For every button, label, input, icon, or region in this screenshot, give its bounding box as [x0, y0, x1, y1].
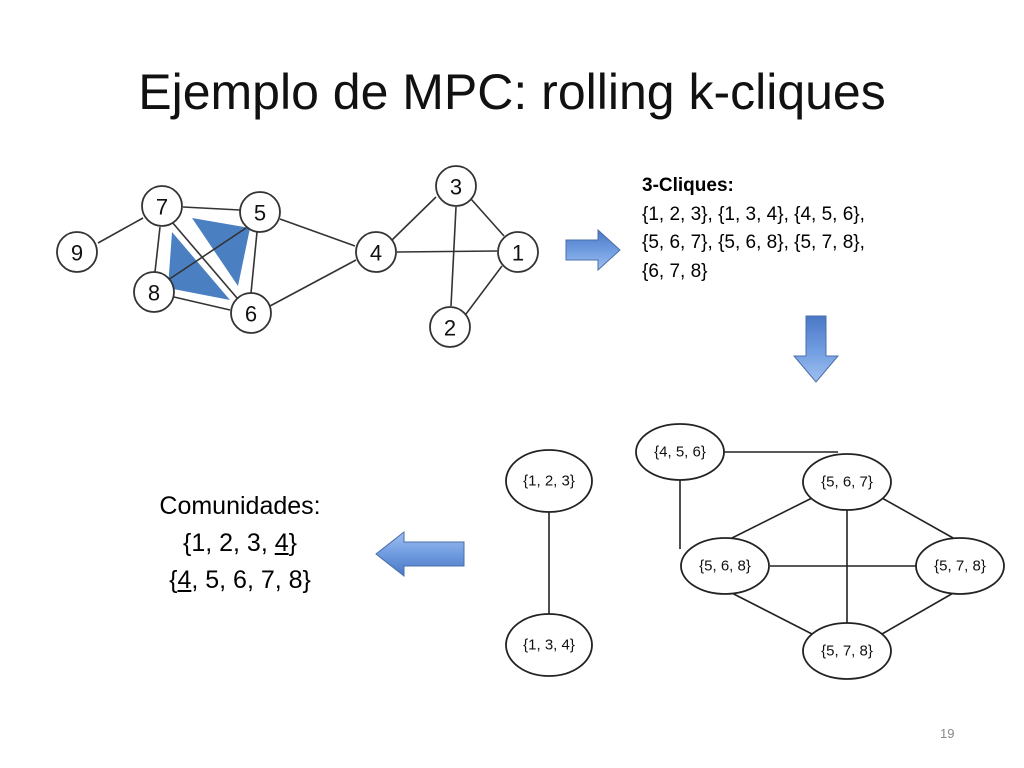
- clique-node-ellipse: [505, 449, 593, 513]
- edge-8-6: [173, 296, 231, 311]
- cliques-line: {6, 7, 8}: [642, 260, 708, 282]
- edge-4-3: [391, 196, 437, 241]
- graph-nodes: [56, 165, 539, 348]
- edge-578a-578b: [881, 587, 963, 635]
- slide-title: Ejemplo de MPC: rolling k-cliques: [138, 64, 886, 120]
- community-text: , 5, 6, 7, 8}: [191, 566, 311, 594]
- clique-node-ellipse: [802, 622, 892, 680]
- node-circle-5: [239, 191, 281, 233]
- cliques-line: {5, 6, 7}, {5, 6, 8}, {5, 7, 8},: [642, 232, 865, 253]
- node-circle-6: [230, 292, 272, 334]
- clique-graph: {1, 2, 3} {1, 3, 4} {4, 5, 6} {5, 6, 7} …: [505, 423, 1005, 680]
- clique-triangle-6-7-8: [168, 232, 230, 300]
- node-circle-8: [133, 271, 175, 313]
- node-label: 9: [71, 241, 83, 266]
- community-line-2: {4, 5, 6, 7, 8}: [130, 562, 350, 599]
- node-circle-9: [56, 231, 98, 273]
- page-number: 19: [940, 726, 955, 741]
- community-line-1: {1, 2, 3, 4}: [130, 525, 350, 562]
- node-label: 3: [450, 175, 462, 200]
- community-overlap-node: 4: [177, 566, 192, 594]
- node-circle-3: [435, 165, 477, 207]
- communities-heading: Comunidades:: [159, 492, 321, 520]
- cliques-line: {1, 2, 3}, {1, 3, 4}, {4, 5, 6},: [642, 203, 865, 225]
- clique-node-label: {5, 6, 7}: [821, 474, 873, 491]
- clique-node-label: {5, 7, 8}: [821, 643, 873, 660]
- edge-567-568: [721, 497, 813, 544]
- edge-5-8: [167, 227, 247, 281]
- edge-567-578a: [881, 497, 963, 544]
- edge-4-1: [396, 250, 498, 253]
- communities-block: Comunidades: {1, 2, 3, 4} {4, 5, 6, 7, 8…: [130, 488, 350, 599]
- edge-7-5: [182, 206, 241, 211]
- node-label: 7: [156, 195, 168, 220]
- clique-graph-edges: [548, 451, 963, 635]
- edge-3-1: [470, 198, 505, 237]
- clique-node-ellipse: [802, 453, 892, 511]
- edge-5-6: [250, 231, 258, 294]
- edge-9-7: [97, 217, 144, 244]
- node-label: 6: [245, 302, 257, 327]
- clique-graph-labels: {1, 2, 3} {1, 3, 4} {4, 5, 6} {5, 6, 7} …: [523, 444, 986, 660]
- node-circle-7: [141, 185, 183, 227]
- cliques-heading: 3-Cliques:: [642, 175, 734, 196]
- clique-node-ellipse: [915, 537, 1005, 595]
- node-label: 4: [370, 241, 382, 266]
- clique-node-label: {1, 3, 4}: [523, 637, 575, 654]
- node-label: 8: [148, 281, 160, 306]
- edge-7-8: [154, 226, 161, 273]
- edge-3-2: [450, 206, 457, 307]
- edge-5-4: [279, 218, 356, 247]
- clique-node-label: {4, 5, 6}: [654, 444, 706, 461]
- arrow-right-icon: [565, 228, 621, 272]
- clique-node-ellipse: [505, 613, 593, 677]
- original-graph: 9 7 5 8 6 4 3 1 2: [56, 165, 539, 348]
- edge-7-6: [171, 221, 238, 299]
- clique-node-label: {5, 7, 8}: [934, 558, 986, 575]
- community-text: {1, 2, 3,: [182, 529, 275, 557]
- arrow-left-icon: [375, 530, 465, 578]
- graph-edges: [97, 196, 505, 315]
- community-text: {: [169, 566, 178, 594]
- community-overlap-node: 4: [274, 529, 289, 557]
- node-circle-1: [497, 231, 539, 273]
- node-label: 5: [254, 201, 266, 226]
- community-text: }: [288, 529, 297, 557]
- cliques-list: 3-Cliques: {1, 2, 3}, {1, 3, 4}, {4, 5, …: [642, 172, 865, 286]
- clique-node-label: {1, 2, 3}: [523, 473, 575, 490]
- arrow-down-icon: [792, 315, 840, 383]
- clique-node-label: {5, 6, 8}: [699, 558, 751, 575]
- edge-568-578b: [721, 587, 813, 635]
- clique-node-ellipse: [680, 537, 770, 595]
- edge-6-4: [269, 259, 357, 307]
- node-circle-2: [429, 306, 471, 348]
- clique-graph-nodes: [505, 423, 1005, 680]
- node-label: 1: [512, 241, 524, 266]
- node-label: 2: [444, 316, 456, 341]
- graph-node-labels: 9 7 5 8 6 4 3 1 2: [71, 175, 524, 341]
- edge-1-2: [465, 265, 503, 315]
- clique-node-ellipse: [635, 423, 725, 481]
- node-circle-4: [355, 231, 397, 273]
